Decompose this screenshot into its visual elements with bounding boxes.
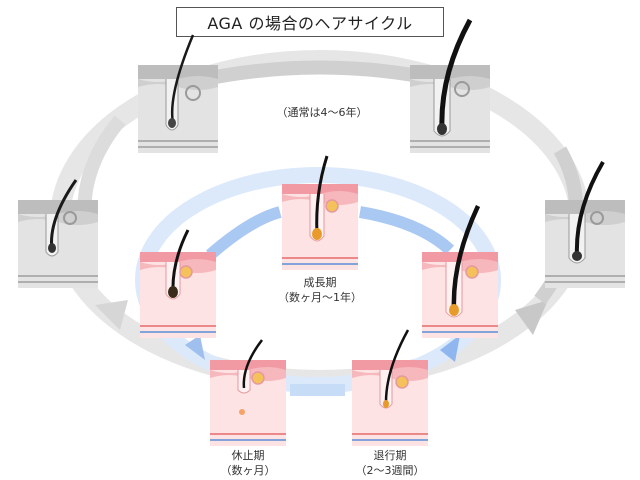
outer-panel-right <box>545 160 625 288</box>
outer-arrow-right <box>515 300 548 335</box>
diagram-title: AGA の場合のヘアサイクル <box>176 7 444 37</box>
outer-panel-left <box>18 179 98 288</box>
phase-catagen-duration: （2〜3週間） <box>355 464 425 477</box>
phase-telogen-label: 休止期 （数ヶ月） <box>200 448 296 478</box>
phase-telogen-duration: （数ヶ月） <box>220 464 276 477</box>
inner-panel-left <box>140 229 216 338</box>
outer-cycle-note: （通常は4〜6年） <box>276 106 368 119</box>
phase-anagen-name: 成長期 <box>303 276 337 289</box>
inner-panel-catagen <box>352 329 428 446</box>
outer-panel-top-left <box>138 34 218 153</box>
outer-panel-top-right <box>410 18 490 153</box>
phase-anagen-label: 成長期 （数ヶ月〜1年） <box>268 275 372 305</box>
inner-panel-telogen <box>210 339 286 446</box>
inner-panel-anagen <box>282 155 358 270</box>
phase-telogen-name: 休止期 <box>231 449 265 462</box>
phase-catagen-name: 退行期 <box>373 449 407 462</box>
outer-arrow-left <box>95 300 128 330</box>
inner-arrow-left <box>185 335 205 360</box>
inner-arrow-right <box>440 335 460 362</box>
inner-panel-right <box>422 205 498 338</box>
phase-anagen-duration: （数ヶ月〜1年） <box>278 291 362 304</box>
phase-catagen-label: 退行期 （2〜3週間） <box>340 448 440 478</box>
